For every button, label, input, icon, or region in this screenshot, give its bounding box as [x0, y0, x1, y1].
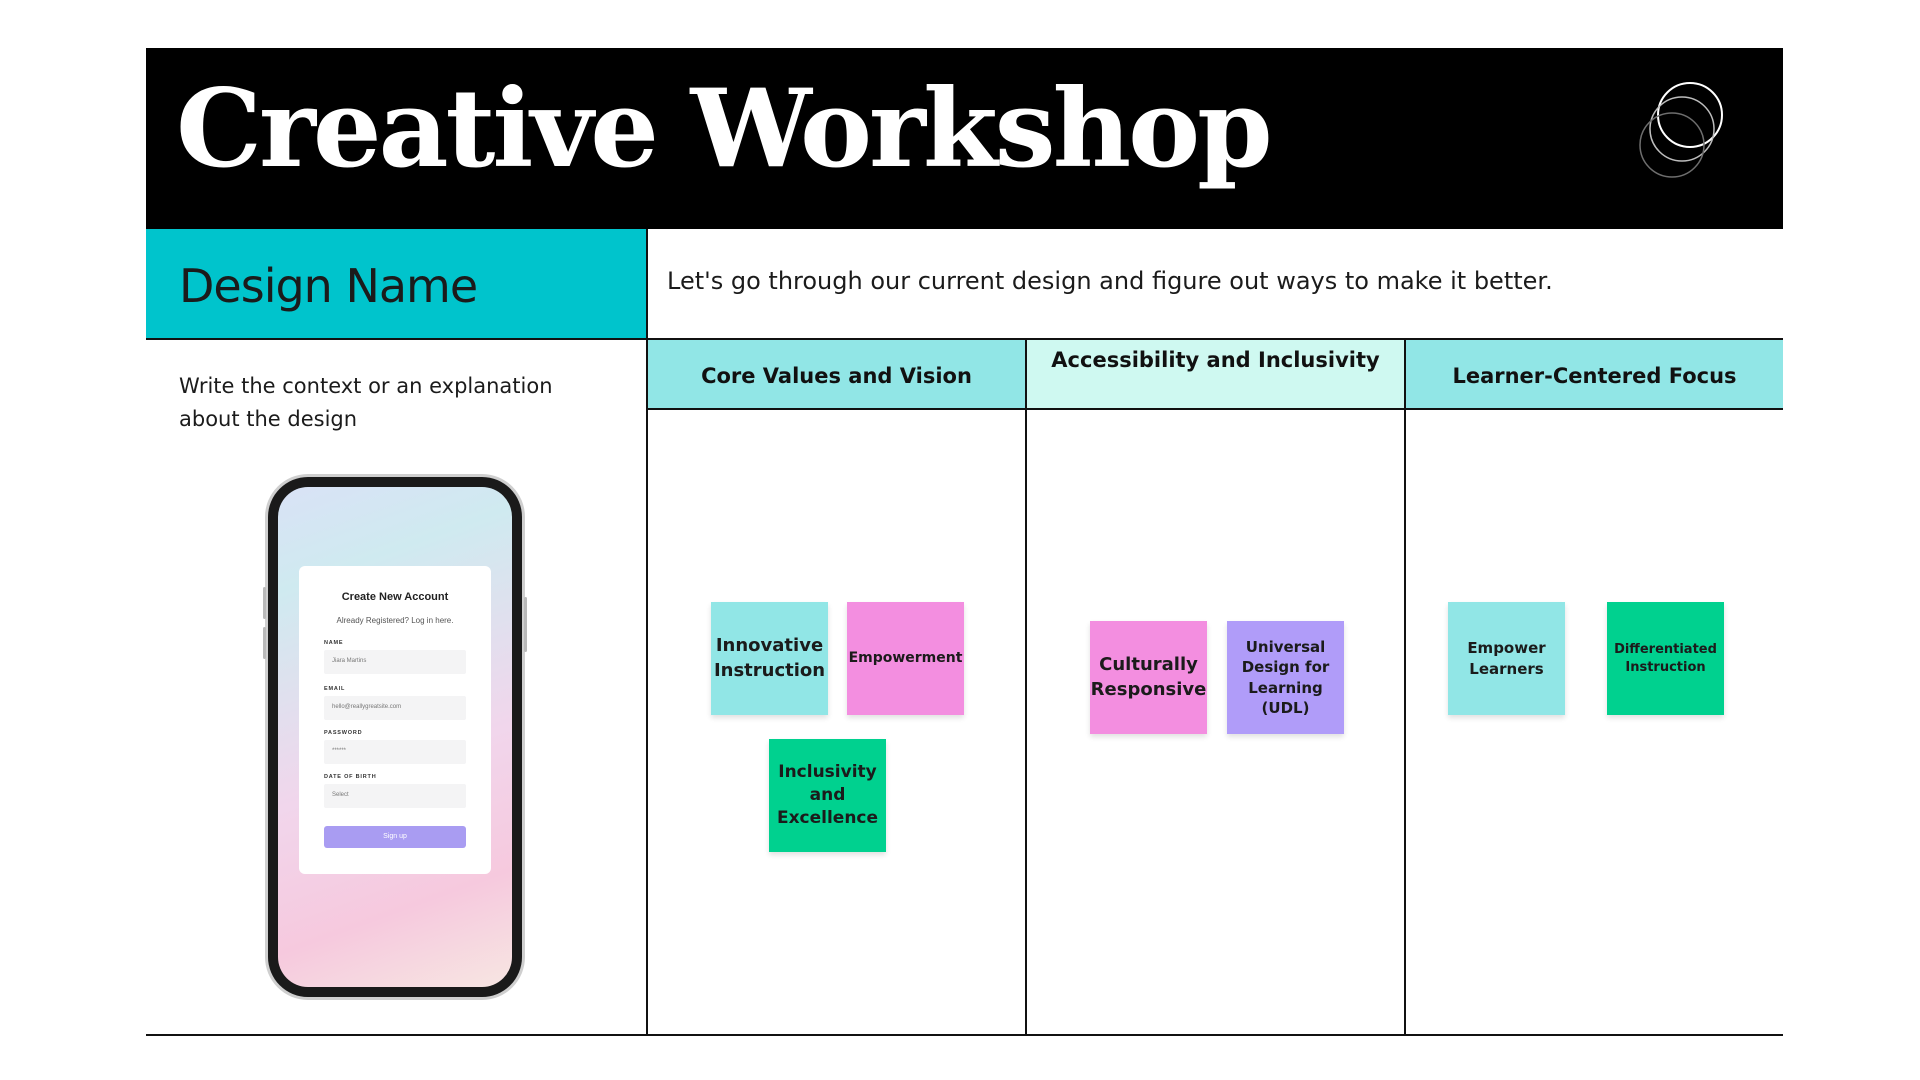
column-title: Accessibility and Inclusivity [1051, 348, 1380, 372]
column-accessibility: Culturally Responsive Universal Design f… [1025, 410, 1404, 1034]
context-text[interactable]: Write the context or an explanation abou… [179, 374, 553, 431]
column-header-core-values: Core Values and Vision [646, 340, 1025, 410]
table-bottom-border [146, 1034, 1783, 1036]
signup-form-card: Create New Account Already Registered? L… [299, 566, 491, 874]
sticky-note[interactable]: Universal Design for Learning (UDL) [1227, 621, 1344, 734]
context-column: Write the context or an explanation abou… [146, 340, 646, 1034]
phone-screen: Create New Account Already Registered? L… [278, 487, 512, 987]
circles-logo-icon [1639, 82, 1723, 178]
design-description[interactable]: Let's go through our current design and … [667, 267, 1553, 295]
phone-side-button [263, 587, 266, 619]
column-core-values: Innovative Instruction Empowerment Inclu… [646, 410, 1025, 1034]
login-link[interactable]: Already Registered? Log in here. [336, 616, 454, 625]
sticky-note[interactable]: Empowerment [847, 602, 964, 715]
phone-side-button [263, 627, 266, 659]
workshop-board: Creative Workshop Design Name Let's go t… [146, 48, 1783, 1036]
password-label: PASSWORD [324, 730, 363, 736]
password-field[interactable]: ****** [324, 740, 466, 764]
column-header-learner-focus: Learner-Centered Focus [1404, 340, 1783, 410]
column-header-accessibility: Accessibility and Inclusivity [1025, 340, 1404, 410]
column-title: Learner-Centered Focus [1452, 364, 1737, 388]
name-field[interactable]: Jiara Martins [324, 650, 466, 674]
phone-mockup: Create New Account Already Registered? L… [263, 477, 527, 997]
column-learner-focus: Empower Learners Differentiated Instruct… [1404, 410, 1783, 1034]
sticky-note[interactable]: Innovative Instruction [711, 602, 828, 715]
form-title: Create New Account [341, 591, 449, 603]
design-name-cell: Design Name [146, 229, 646, 340]
header-banner: Creative Workshop [146, 48, 1783, 229]
design-description-cell: Let's go through our current design and … [646, 229, 1783, 340]
signup-button[interactable]: Sign up [324, 826, 466, 848]
phone-power-button [524, 597, 527, 652]
dob-select[interactable]: Select [324, 784, 466, 808]
sticky-note[interactable]: Empower Learners [1448, 602, 1565, 715]
dob-label: DATE OF BIRTH [324, 774, 377, 780]
design-name[interactable]: Design Name [179, 259, 478, 313]
sticky-note[interactable]: Differentiated Instruction [1607, 602, 1724, 715]
sticky-note[interactable]: Inclusivity and Excellence [769, 739, 886, 852]
email-field[interactable]: hello@reallygreatsite.com [324, 696, 466, 720]
sticky-note[interactable]: Culturally Responsive [1090, 621, 1207, 734]
column-title: Core Values and Vision [701, 364, 972, 388]
name-label: NAME [324, 640, 344, 646]
page-title: Creative Workshop [176, 66, 1273, 192]
email-label: EMAIL [324, 686, 346, 692]
